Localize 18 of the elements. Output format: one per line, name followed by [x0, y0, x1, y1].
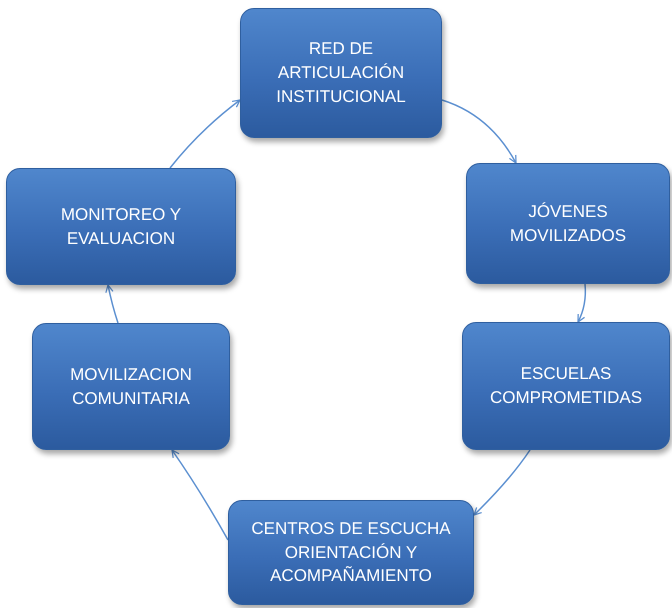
- process-box: [462, 322, 670, 450]
- curved-arrow: [442, 99, 517, 164]
- curved-arrow: [473, 450, 531, 516]
- process-box: [228, 500, 474, 605]
- box-label: ESCUELAS COMPROMETIDAS: [488, 363, 644, 409]
- curved-arrow: [105, 284, 119, 324]
- curved-arrow: [171, 449, 229, 540]
- process-box: [466, 163, 670, 284]
- process-box: [240, 8, 442, 138]
- curved-arrow: [169, 99, 241, 168]
- process-box: [6, 168, 236, 285]
- box-label: RED DE ARTICULACIÓN INSTITUCIONAL: [275, 38, 407, 108]
- box-label: MOVILIZACION COMUNITARIA: [69, 364, 193, 410]
- box-label: MONITOREO Y EVALUACION: [60, 204, 182, 250]
- process-box: [32, 323, 230, 450]
- curved-arrow: [577, 284, 586, 323]
- box-label: JÓVENES MOVILIZADOS: [508, 200, 628, 246]
- box-label: CENTROS DE ESCUCHA ORIENTACIÓN Y ACOMPAÑAMIENTO: [250, 518, 452, 588]
